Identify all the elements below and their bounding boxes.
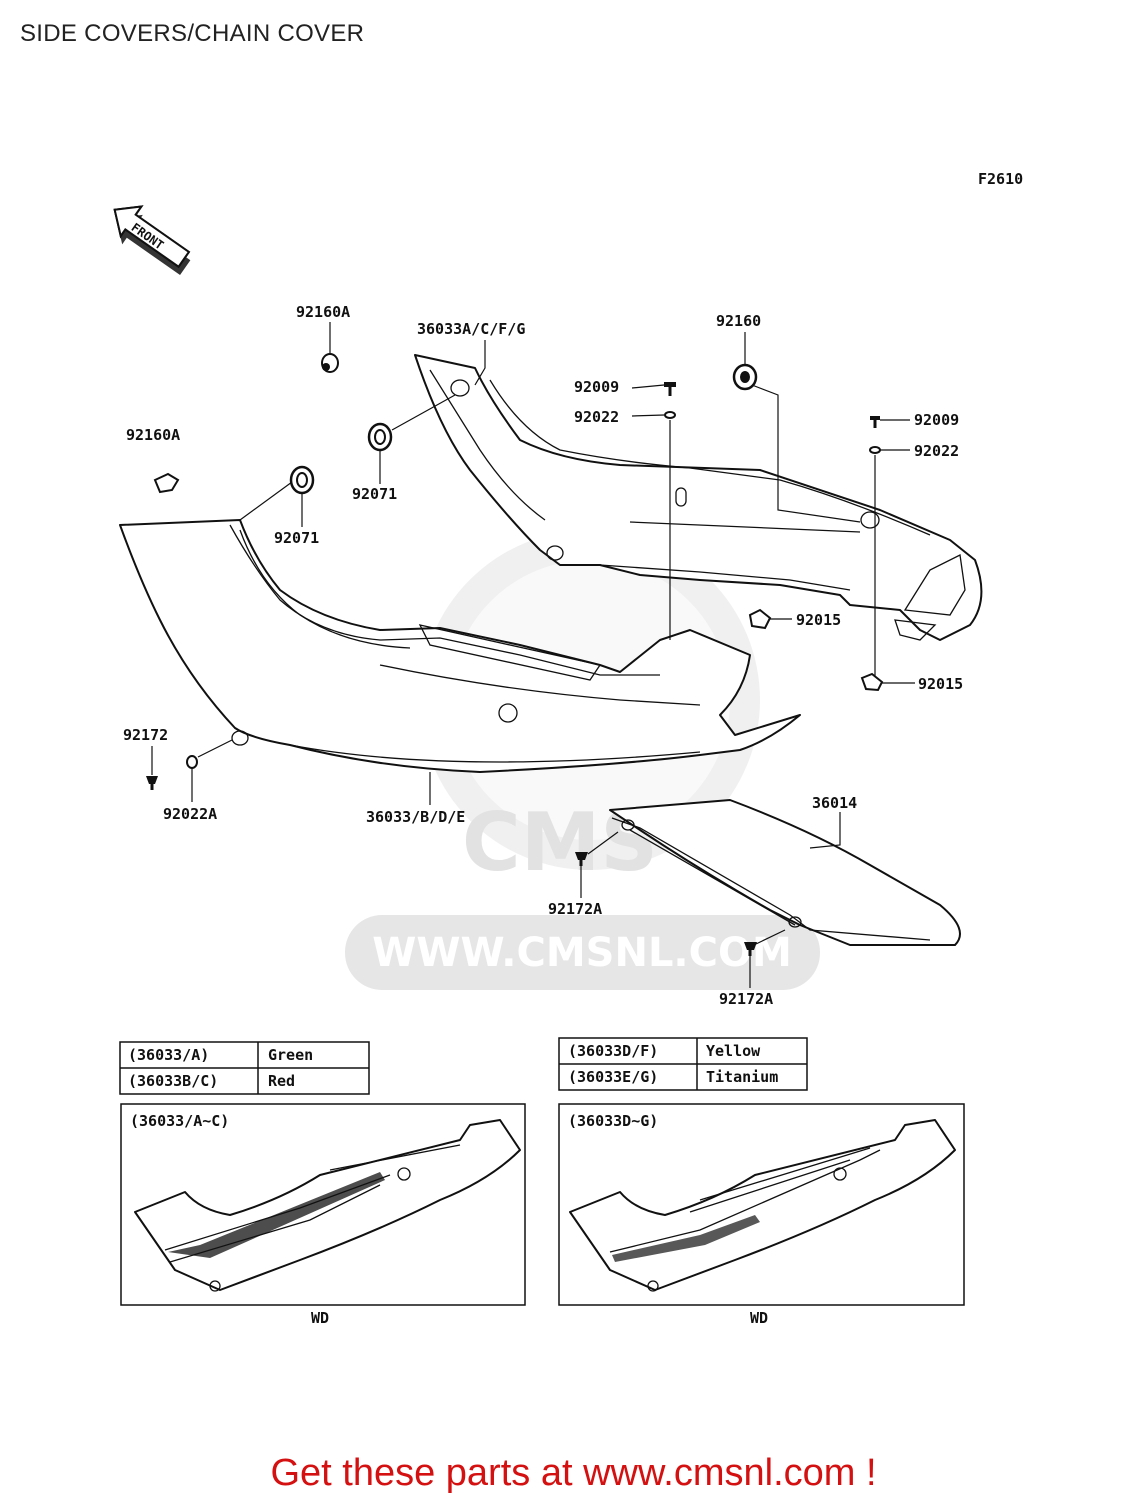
watermark-text: WWW.CMSNL.COM bbox=[372, 930, 792, 976]
detail-right-caption: WD bbox=[750, 1309, 768, 1327]
table-right-code-0: (36033D/F) bbox=[568, 1042, 658, 1060]
washer-92022-b-icon bbox=[869, 446, 881, 454]
table-left-code-1: (36033B/C) bbox=[128, 1072, 218, 1090]
screw-92172-icon bbox=[146, 776, 158, 790]
label-92022-a: 92022 bbox=[574, 408, 619, 426]
label-92160: 92160 bbox=[716, 312, 761, 330]
table-left-color-0: Green bbox=[268, 1046, 313, 1064]
detail-left-heading: (36033/A~C) bbox=[130, 1112, 229, 1130]
bolt-92009-a-icon bbox=[664, 382, 676, 396]
label-92022A: 92022A bbox=[163, 805, 217, 823]
label-92071-a: 92071 bbox=[352, 485, 397, 503]
label-92071-b: 92071 bbox=[274, 529, 319, 547]
grommet-92071-a-icon bbox=[367, 422, 393, 452]
detail-box-right: (36033D~G) WD bbox=[558, 1103, 965, 1327]
label-36033ACFG: 36033A/C/F/G bbox=[417, 320, 525, 338]
label-92022-b: 92022 bbox=[914, 442, 959, 460]
grommet-92160A-left-icon bbox=[153, 472, 180, 494]
washer-92022-a-icon bbox=[664, 411, 676, 419]
screw-92172A-a-icon bbox=[575, 852, 588, 866]
table-left-code-0: (36033/A) bbox=[128, 1046, 209, 1064]
grommet-92071-b-icon bbox=[289, 465, 315, 495]
label-92160A-top: 92160A bbox=[296, 303, 350, 321]
page-title: SIDE COVERS/CHAIN COVER bbox=[20, 20, 365, 47]
parts-diagram: CMS WWW.CMSNL.COM F2610 FRONT bbox=[113, 170, 1023, 1327]
label-36033BDE: 36033/B/D/E bbox=[366, 808, 465, 826]
table-right-color-1: Titanium bbox=[706, 1068, 778, 1086]
chain-cover-36014 bbox=[609, 799, 961, 946]
grommet-92160A-top-icon bbox=[321, 353, 339, 373]
label-92015-b: 92015 bbox=[918, 675, 963, 693]
detail-box-left: (36033/A~C) WD bbox=[120, 1103, 526, 1327]
clip-92015-a-icon bbox=[748, 608, 772, 630]
table-right-color-0: Yellow bbox=[706, 1042, 761, 1060]
clip-92015-b-icon bbox=[860, 672, 884, 692]
label-92009-b: 92009 bbox=[914, 411, 959, 429]
lower-side-cover-36033BDE bbox=[119, 519, 801, 773]
upper-side-cover-36033ACFG bbox=[414, 354, 983, 641]
table-left-color-1: Red bbox=[268, 1072, 295, 1090]
detail-right-heading: (36033D~G) bbox=[568, 1112, 658, 1130]
label-92172A-b: 92172A bbox=[719, 990, 773, 1008]
label-92015-a: 92015 bbox=[796, 611, 841, 629]
bolt-92009-b-icon bbox=[870, 416, 880, 428]
front-arrow-icon: FRONT bbox=[113, 205, 191, 276]
screw-92172A-b-icon bbox=[744, 942, 757, 956]
label-92172: 92172 bbox=[123, 726, 168, 744]
detail-left-caption: WD bbox=[311, 1309, 329, 1327]
washer-92022A-icon bbox=[186, 755, 198, 769]
callout-labels: 92160A 92160A 36033A/C/F/G 92160 92009 9… bbox=[123, 303, 963, 1008]
label-92172A-a: 92172A bbox=[548, 900, 602, 918]
color-table-left: (36033/A) Green (36033B/C) Red bbox=[119, 1041, 370, 1095]
label-36014: 36014 bbox=[812, 794, 857, 812]
figure-code: F2610 bbox=[978, 170, 1023, 188]
label-92009-a: 92009 bbox=[574, 378, 619, 396]
label-92160A-left: 92160A bbox=[126, 426, 180, 444]
leader-lines bbox=[151, 322, 915, 988]
color-table-right: (36033D/F) Yellow (36033E/G) Titanium bbox=[558, 1037, 808, 1091]
table-right-code-1: (36033E/G) bbox=[568, 1068, 658, 1086]
fasteners bbox=[146, 353, 884, 956]
footer-promo-text[interactable]: Get these parts at www.cmsnl.com ! bbox=[270, 1452, 877, 1494]
